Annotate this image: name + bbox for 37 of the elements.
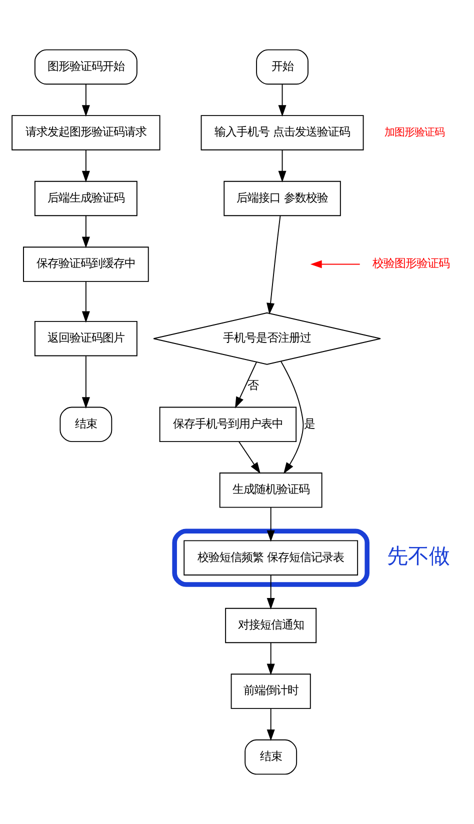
arrow (266, 574, 275, 610)
arrow (278, 150, 286, 182)
arrow (266, 215, 281, 314)
arrow (82, 150, 90, 182)
edge-label: 否 (248, 378, 259, 392)
node-label: 加图形验证码 (384, 126, 445, 138)
node-box: 开始 (256, 49, 308, 85)
arrow (266, 506, 275, 542)
arrow (82, 281, 90, 323)
node-text: 校验图形验证码 (372, 256, 450, 270)
arrow (82, 356, 90, 409)
node-box: 保存手机号到用户表中 (159, 406, 297, 442)
node-box: 后端接口 参数校验 (224, 180, 341, 216)
edge-label: 是 (304, 416, 315, 430)
node-box: 后端生成验证码 (34, 180, 138, 216)
node-box: 请求发起图形验证码请求 (12, 115, 160, 150)
arrow (266, 708, 275, 741)
node-box: 校验短信频繁 保存短信记录表 (184, 540, 358, 576)
node-label: 先不做 (387, 544, 450, 568)
arrow (82, 215, 90, 248)
arrow (234, 362, 258, 408)
node-diamond: 手机号是否注册过 (153, 312, 381, 365)
node-box: 保存验证码到缓存中 (23, 246, 149, 282)
arrow (278, 84, 286, 117)
node-box: 生成随机验证码 (219, 472, 322, 508)
arrow (82, 84, 90, 117)
arrow (310, 260, 360, 268)
node-box: 图形验证码开始 (34, 49, 138, 85)
arrow (238, 441, 260, 474)
node-box: 对接短信通知 (225, 608, 317, 644)
arrow (266, 642, 275, 676)
node-box: 结束 (244, 739, 298, 775)
arrow (280, 360, 304, 474)
node-box: 前端倒计时 (230, 674, 311, 709)
node-box: 输入手机号 点击发送验证码 (200, 115, 364, 150)
node-box: 结束 (60, 406, 112, 442)
node-box: 返回验证码图片 (34, 320, 138, 356)
